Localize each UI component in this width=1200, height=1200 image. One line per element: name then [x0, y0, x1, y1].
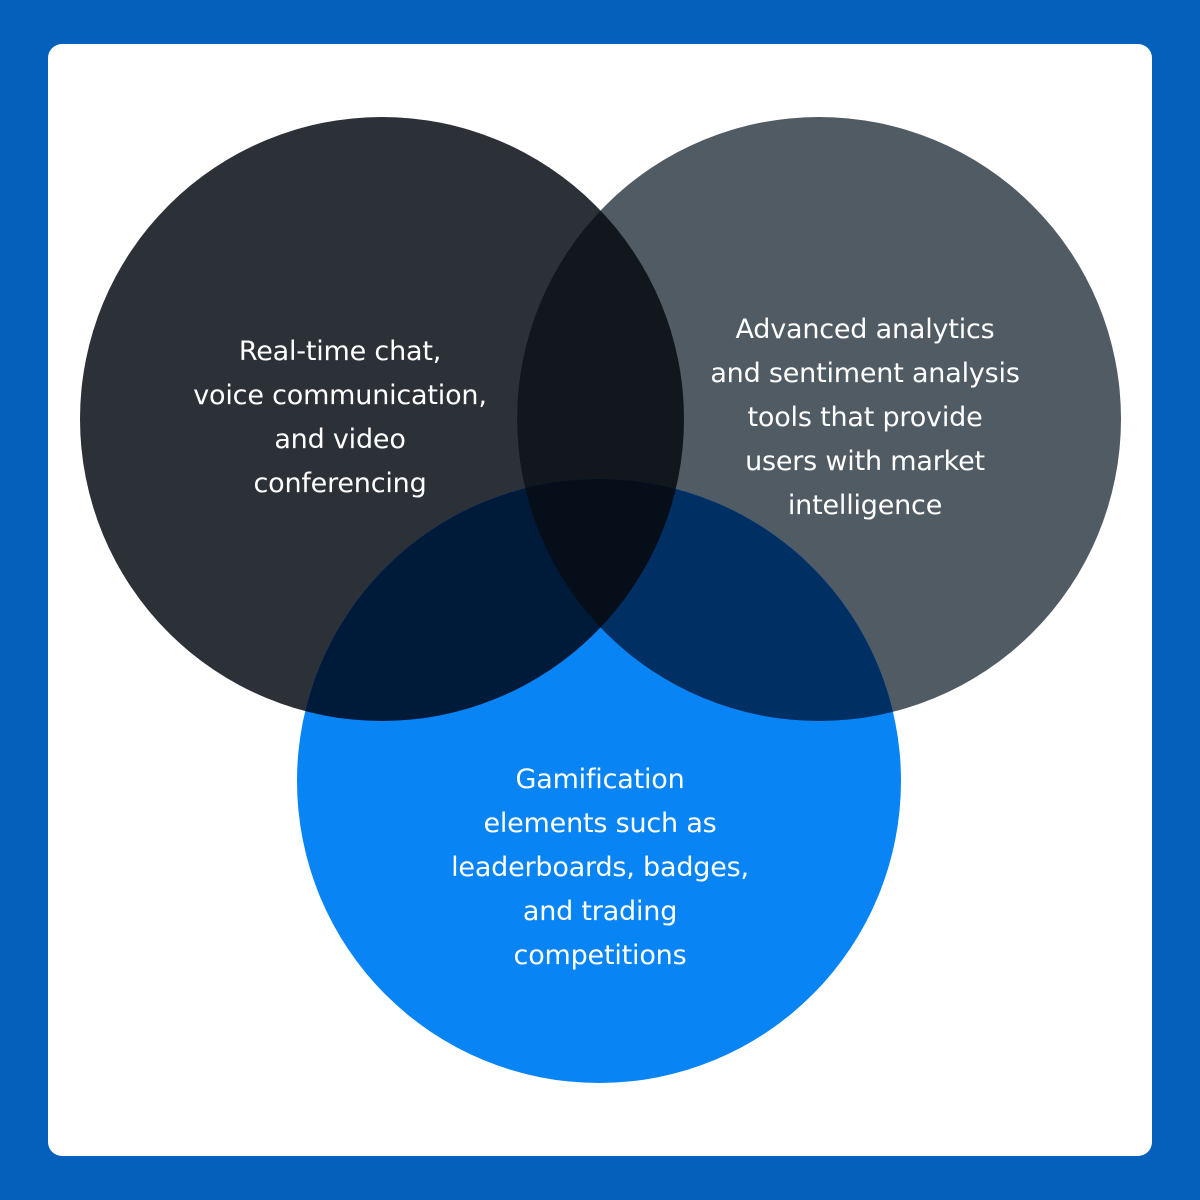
gamification-label-line: competitions [513, 940, 687, 971]
communication-label-line: voice communication, [193, 380, 487, 411]
communication-label: Real-time chat, voice communication, and… [170, 330, 510, 506]
analytics-label-line: and sentiment analysis [710, 358, 1020, 389]
analytics-label-line: Advanced analytics [735, 314, 995, 345]
overlap-communication-gamification [297, 479, 684, 721]
gamification-label: Gamification elements such as leaderboar… [410, 758, 790, 978]
analytics-label-line: tools that provide [747, 402, 983, 433]
overlap-analytics-gamification [517, 479, 901, 721]
analytics-label-line: users with market [745, 446, 985, 477]
gamification-label-line: leaderboards, badges, [451, 852, 749, 883]
gamification-label-line: and trading [522, 896, 678, 927]
gamification-label-line: elements such as [483, 808, 717, 839]
communication-label-line: conferencing [253, 468, 427, 499]
analytics-label-line: intelligence [787, 490, 943, 521]
gamification-label-line: Gamification [515, 764, 685, 795]
analytics-label: Advanced analytics and sentiment analysi… [675, 308, 1055, 528]
communication-label-line: and video [274, 424, 406, 455]
communication-label-line: Real-time chat, [238, 336, 442, 367]
